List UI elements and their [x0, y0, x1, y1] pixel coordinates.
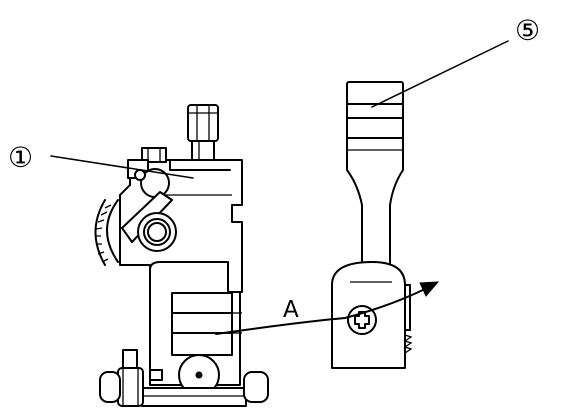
callout-5: ⑤: [371, 14, 540, 108]
callout-5-label: ⑤: [515, 14, 540, 47]
motion-label: A: [283, 297, 299, 323]
round-boss: [137, 212, 177, 252]
hub-screw: [347, 305, 377, 335]
top-screw: [187, 104, 219, 166]
right-foot: [243, 371, 269, 403]
callout-1: ①: [8, 141, 194, 179]
clamp-assembly: [94, 104, 269, 407]
lever-arm: [331, 81, 413, 369]
gear-wheel: [94, 199, 119, 266]
motion-arrow: [215, 281, 440, 335]
callout-1-label: ①: [8, 141, 33, 174]
left-foot: [99, 349, 144, 407]
